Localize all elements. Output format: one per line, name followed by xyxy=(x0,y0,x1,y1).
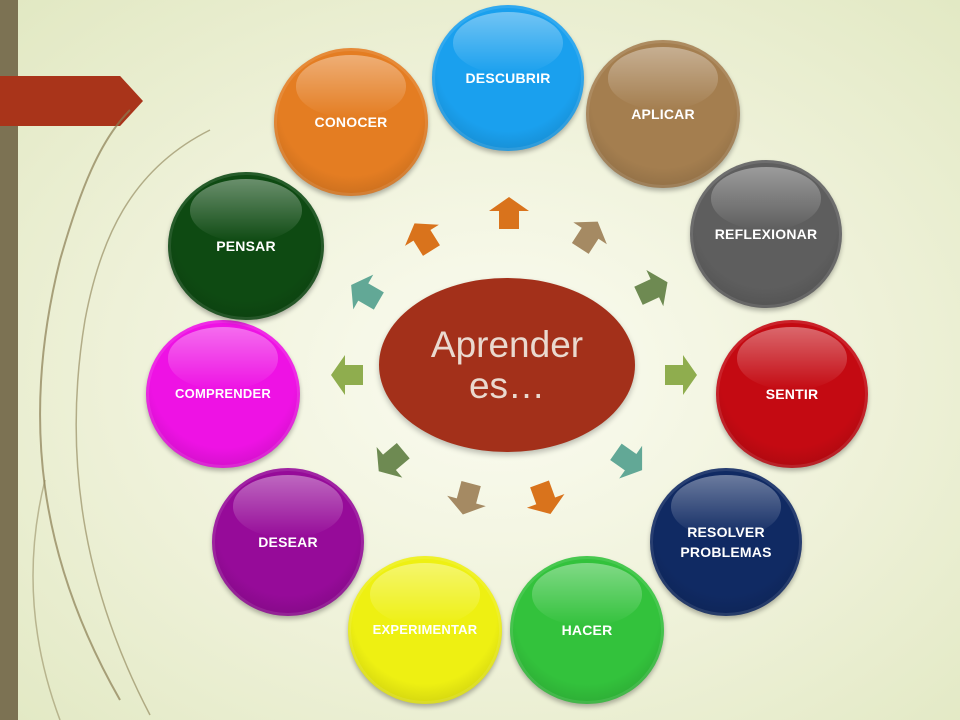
cycle-arrow xyxy=(442,477,491,521)
cycle-arrow xyxy=(488,196,530,230)
node-aplicar: APLICAR xyxy=(586,40,740,188)
node-resolver-problemas: RESOLVER PROBLEMAS xyxy=(650,468,802,616)
node-comprender: COMPRENDER xyxy=(146,320,300,468)
cycle-arrow xyxy=(562,209,616,260)
node-descubrir: DESCUBRIR xyxy=(432,5,584,151)
cycle-arrow xyxy=(396,211,450,262)
cycle-arrow xyxy=(330,354,364,396)
center-ellipse: Aprender es… xyxy=(379,278,635,452)
left-accent-bar xyxy=(0,0,18,720)
title-flag-shape xyxy=(0,76,143,126)
cycle-arrow xyxy=(519,476,570,522)
cycle-arrow xyxy=(629,263,678,315)
node-conocer: CONOCER xyxy=(274,48,428,196)
node-reflexionar: REFLEXIONAR xyxy=(690,160,842,308)
node-pensar: PENSAR xyxy=(168,172,324,320)
cycle-arrow xyxy=(603,434,655,488)
node-sentir: SENTIR xyxy=(716,320,868,468)
cycle-arrow xyxy=(340,266,390,319)
center-text: Aprender es… xyxy=(430,323,584,406)
node-hacer: HACER xyxy=(510,556,664,704)
node-experimentar: EXPERIMENTAR xyxy=(348,556,502,704)
cycle-arrow xyxy=(364,434,417,488)
node-desear: DESEAR xyxy=(212,468,364,616)
cycle-arrow xyxy=(664,354,698,396)
